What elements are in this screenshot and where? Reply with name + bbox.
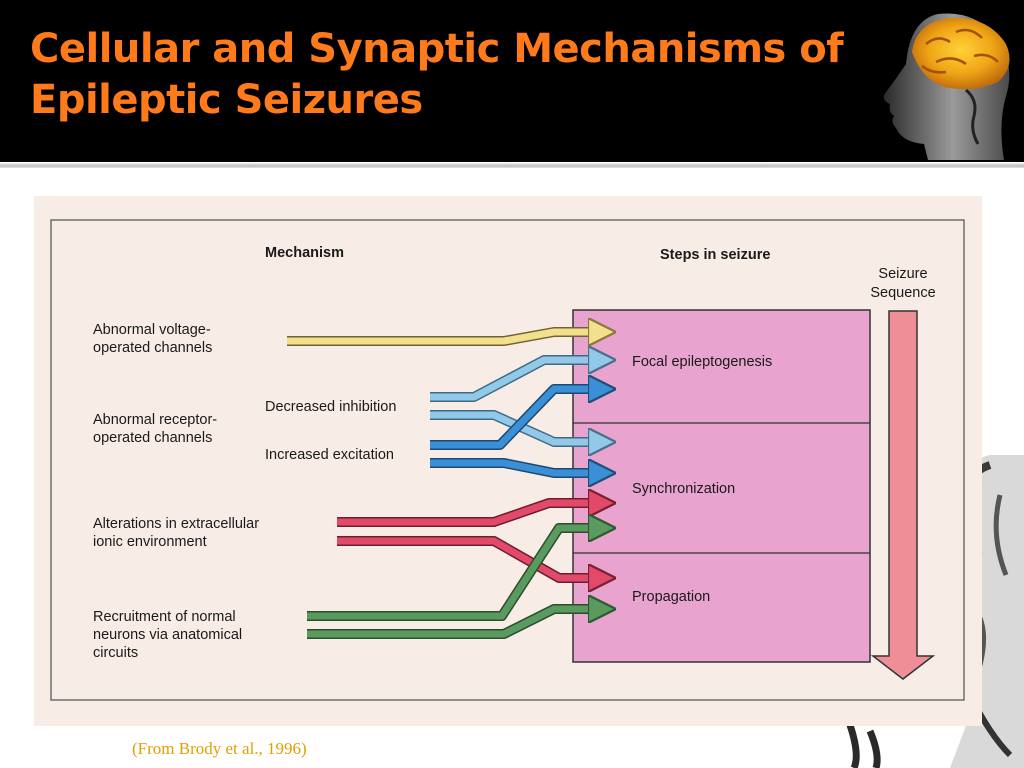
- step-propagation: Propagation: [632, 589, 710, 605]
- brain-head-icon: [883, 13, 1010, 160]
- mechanism-header: Mechanism: [265, 245, 344, 261]
- slide-title: Cellular and Synaptic Mechanisms of Epil…: [30, 24, 870, 126]
- sequence-label-line2: Sequence: [870, 285, 935, 301]
- sequence-label-line1: Seizure: [878, 266, 927, 282]
- mechanism-receptor-line1: Abnormal receptor-: [93, 412, 217, 428]
- arrow-ionic-propagation-outline: [337, 536, 602, 583]
- seizure-mechanism-diagram: Mechanism Steps in seizure Seizure Seque…: [34, 196, 982, 726]
- slide-title-line1: Cellular and Synaptic Mechanisms of: [30, 26, 844, 72]
- mechanism-receptor-line2: operated channels: [93, 430, 212, 446]
- title-divider: [0, 163, 1024, 168]
- step-synchronization: Synchronization: [632, 481, 735, 497]
- arrow-inhibition-focal: [430, 360, 602, 401]
- title-bar: [0, 0, 1024, 162]
- slide-title-line2: Epileptic Seizures: [30, 77, 423, 123]
- mechanism-recruitment-line2: neurons via anatomical: [93, 627, 242, 643]
- diagram-canvas: Mechanism Steps in seizure Seizure Seque…: [50, 219, 965, 701]
- arrow-voltage-focal: [287, 332, 602, 341]
- mechanism-voltage-line1: Abnormal voltage-: [93, 322, 211, 338]
- arrow-recruitment-propagation: [307, 609, 602, 638]
- step-focal-epileptogenesis: Focal epileptogenesis: [632, 354, 772, 370]
- seizure-sequence-arrow: [870, 310, 936, 680]
- arrow-excitation-sync: [430, 463, 602, 473]
- diagram-frame: [50, 219, 965, 701]
- label-increased-excitation: Increased excitation: [265, 447, 394, 463]
- mechanism-recruitment-line3: circuits: [93, 645, 138, 661]
- arrow-ionic-sync: [337, 503, 602, 526]
- mechanism-ionic-line1: Alterations in extracellular: [93, 516, 259, 532]
- arrow-inhibition-sync: [430, 411, 602, 442]
- citation: (From Brody et al., 1996): [132, 739, 307, 758]
- mechanism-voltage-line2: operated channels: [93, 340, 212, 356]
- mechanism-recruitment-line1: Recruitment of normal: [93, 609, 236, 625]
- arrow-excitation-focal: [430, 389, 602, 449]
- arrow-recruitment-sync: [307, 528, 602, 620]
- label-decreased-inhibition: Decreased inhibition: [265, 399, 396, 415]
- mechanism-ionic-line2: ionic environment: [93, 534, 207, 550]
- steps-header: Steps in seizure: [660, 247, 770, 263]
- steps-box: [572, 309, 871, 663]
- arrow-ionic-propagation: [337, 537, 602, 578]
